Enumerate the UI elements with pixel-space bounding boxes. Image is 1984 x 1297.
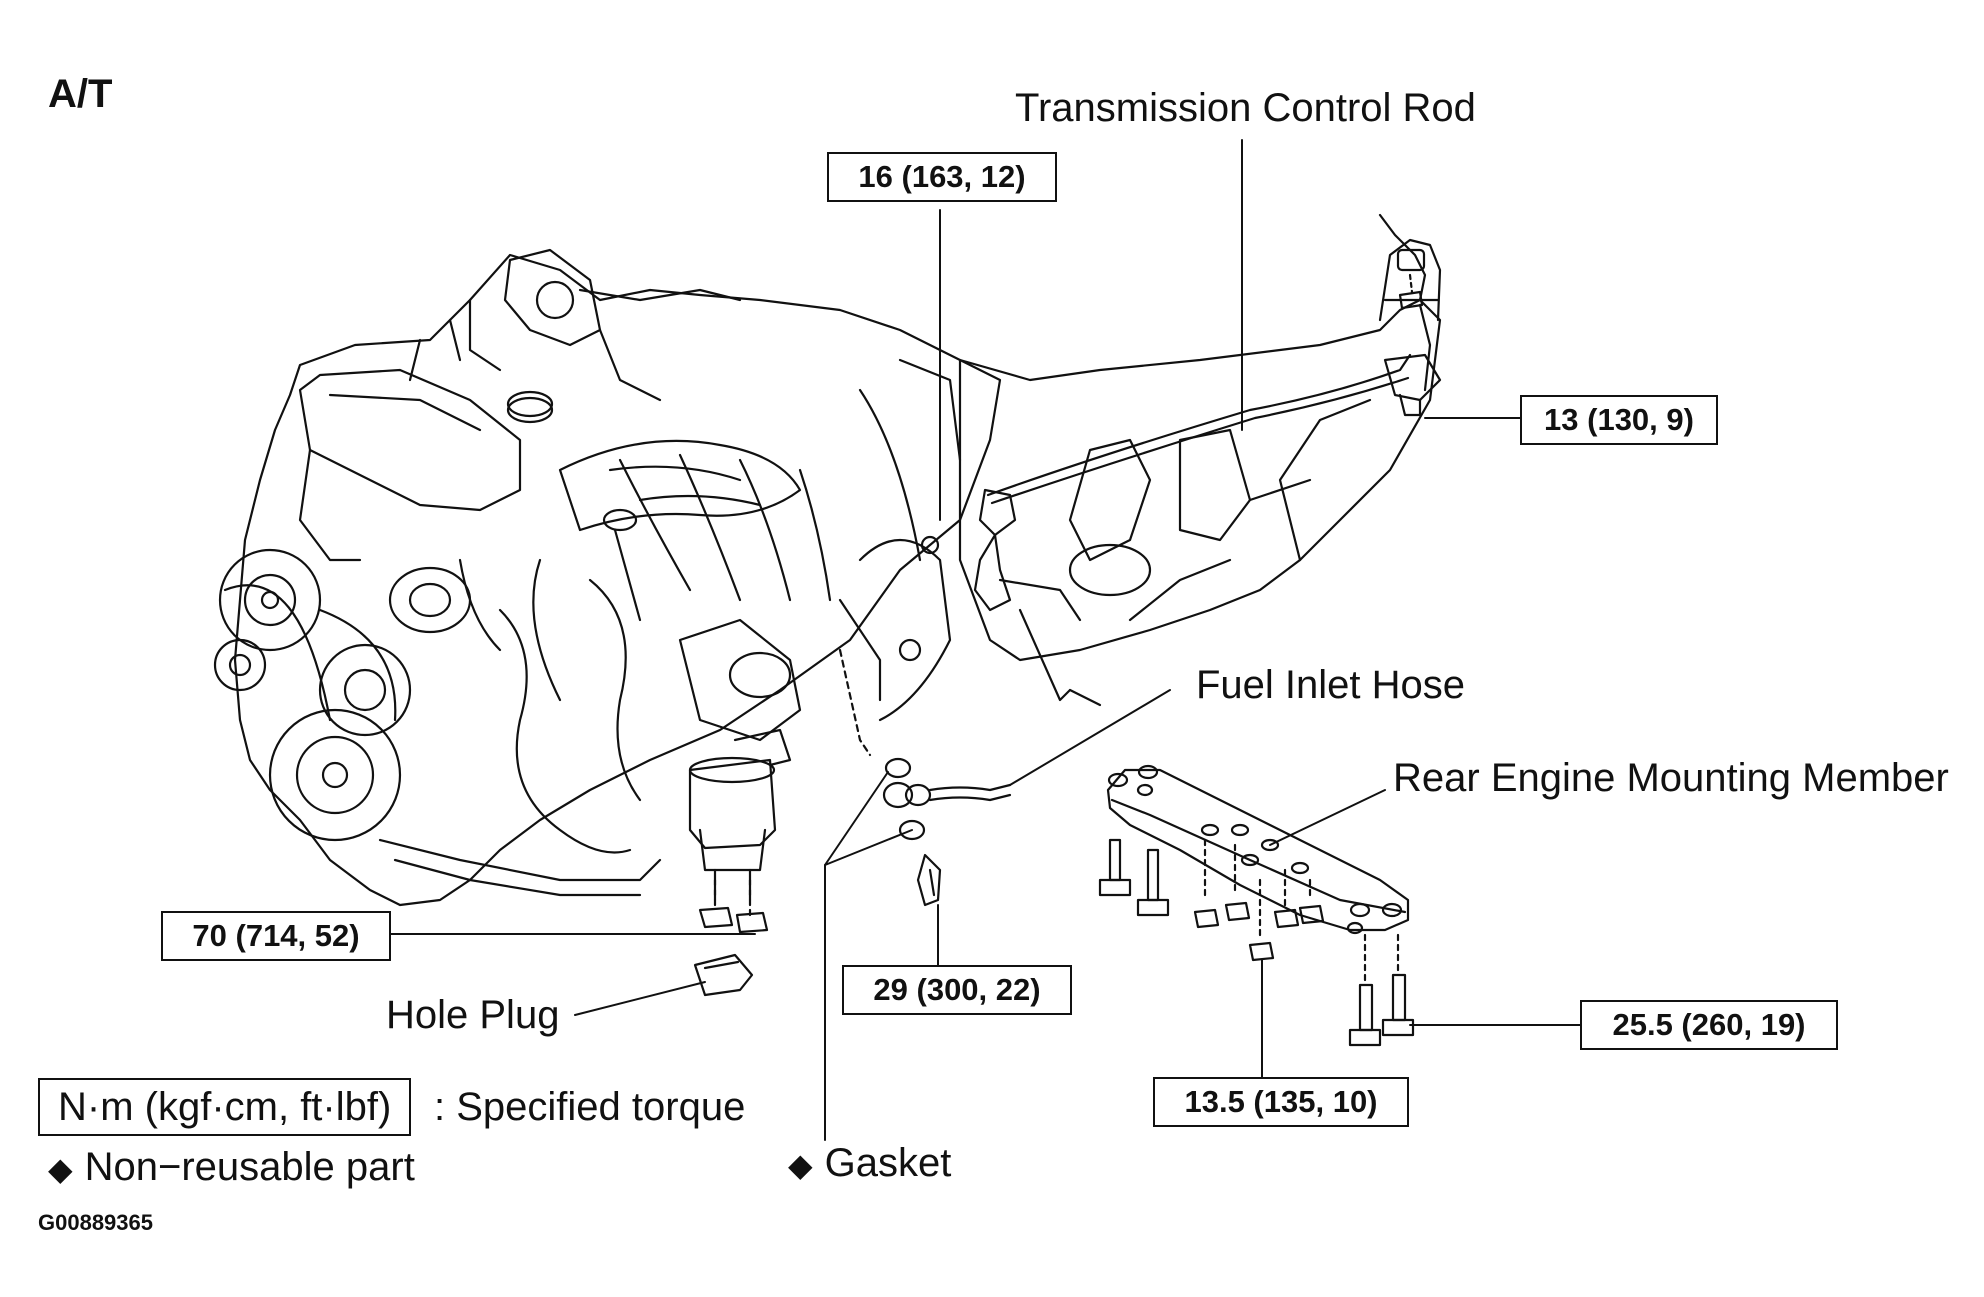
legend-nonreusable-label: Non−reusable part	[84, 1145, 415, 1189]
rear-engine-mounting-member	[1098, 764, 1415, 1047]
callout-fuel-inlet-hose: Fuel Inlet Hose	[1196, 663, 1466, 707]
torque-spec-mount-nut: 70 (714, 52)	[161, 911, 391, 961]
hole-plug	[693, 953, 754, 997]
leader-lines	[387, 139, 1581, 1141]
callout-rear-engine-mounting-member: Rear Engine Mounting Member	[1393, 756, 1949, 800]
callout-gasket: ◆ Gasket	[788, 1143, 951, 1183]
figure-code: G00889365	[38, 1210, 153, 1235]
torque-spec-member-nut: 13.5 (135, 10)	[1153, 1077, 1409, 1127]
engine-block	[213, 248, 1002, 907]
callout-gasket-label: Gasket	[824, 1141, 952, 1185]
mount-nuts	[698, 878, 769, 934]
transmission-control-rod	[973, 213, 1442, 612]
legend-nonreusable: ◆ Non−reusable part	[48, 1147, 415, 1187]
torque-spec-manifold-bolt: 16 (163, 12)	[827, 152, 1057, 202]
diamond-icon: ◆	[788, 1147, 813, 1183]
torque-spec-member-bolt: 25.5 (260, 19)	[1580, 1000, 1838, 1050]
legend-unit-box: N·m (kgf·cm, ft·lbf)	[38, 1078, 412, 1136]
transmission-case	[958, 238, 1442, 707]
fuel-inlet-hose	[838, 648, 1012, 907]
callout-transmission-control-rod: Transmission Control Rod	[1015, 86, 1476, 130]
torque-spec-rod-nut: 13 (130, 9)	[1520, 395, 1718, 445]
torque-spec-hose-bolt: 29 (300, 22)	[842, 965, 1072, 1015]
page-title: A/T	[48, 72, 113, 116]
callout-hole-plug: Hole Plug	[386, 993, 560, 1037]
legend-unit-description: : Specified torque	[434, 1085, 746, 1129]
diamond-icon: ◆	[48, 1151, 73, 1187]
